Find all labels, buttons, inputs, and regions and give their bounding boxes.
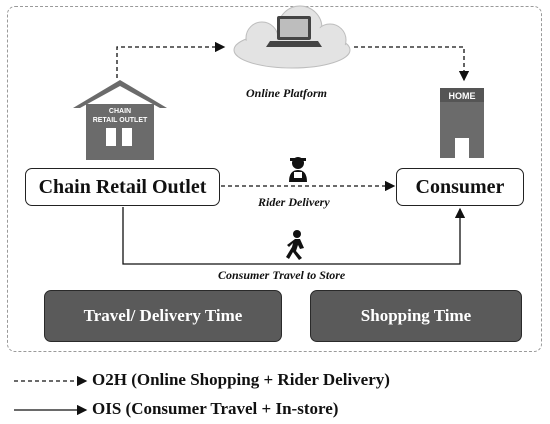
shopping-time-box: Shopping Time xyxy=(310,290,522,342)
home-building-icon: HOME xyxy=(440,88,484,158)
diagram-frame xyxy=(7,6,542,352)
legend-o2h: O2H (Online Shopping + Rider Delivery) xyxy=(92,370,390,389)
consumer-travel-arrow xyxy=(122,207,466,265)
legend-ois: OIS (Consumer Travel + In-store) xyxy=(92,399,339,418)
o2h-platform-path xyxy=(116,41,470,82)
consumer-node: Consumer xyxy=(396,168,524,206)
store-sign-line2: RETAIL OUTLET xyxy=(93,117,148,124)
store-icon: CHAIN RETAIL OUTLET xyxy=(73,80,167,160)
cloud-icon xyxy=(233,5,351,69)
rider-delivery-label: Rider Delivery xyxy=(258,195,330,209)
rider-icon xyxy=(289,157,307,182)
walking-person-icon xyxy=(286,230,304,260)
home-sign: HOME xyxy=(449,91,476,101)
consumer-travel-label: Consumer Travel to Store xyxy=(218,268,346,282)
online-platform-label: Online Platform xyxy=(246,86,328,100)
store-sign-line1: CHAIN xyxy=(109,108,131,115)
laptop-icon xyxy=(266,16,322,47)
chain-retail-outlet-node: Chain Retail Outlet xyxy=(25,168,220,206)
travel-delivery-time-box: Travel/ Delivery Time xyxy=(44,290,282,342)
